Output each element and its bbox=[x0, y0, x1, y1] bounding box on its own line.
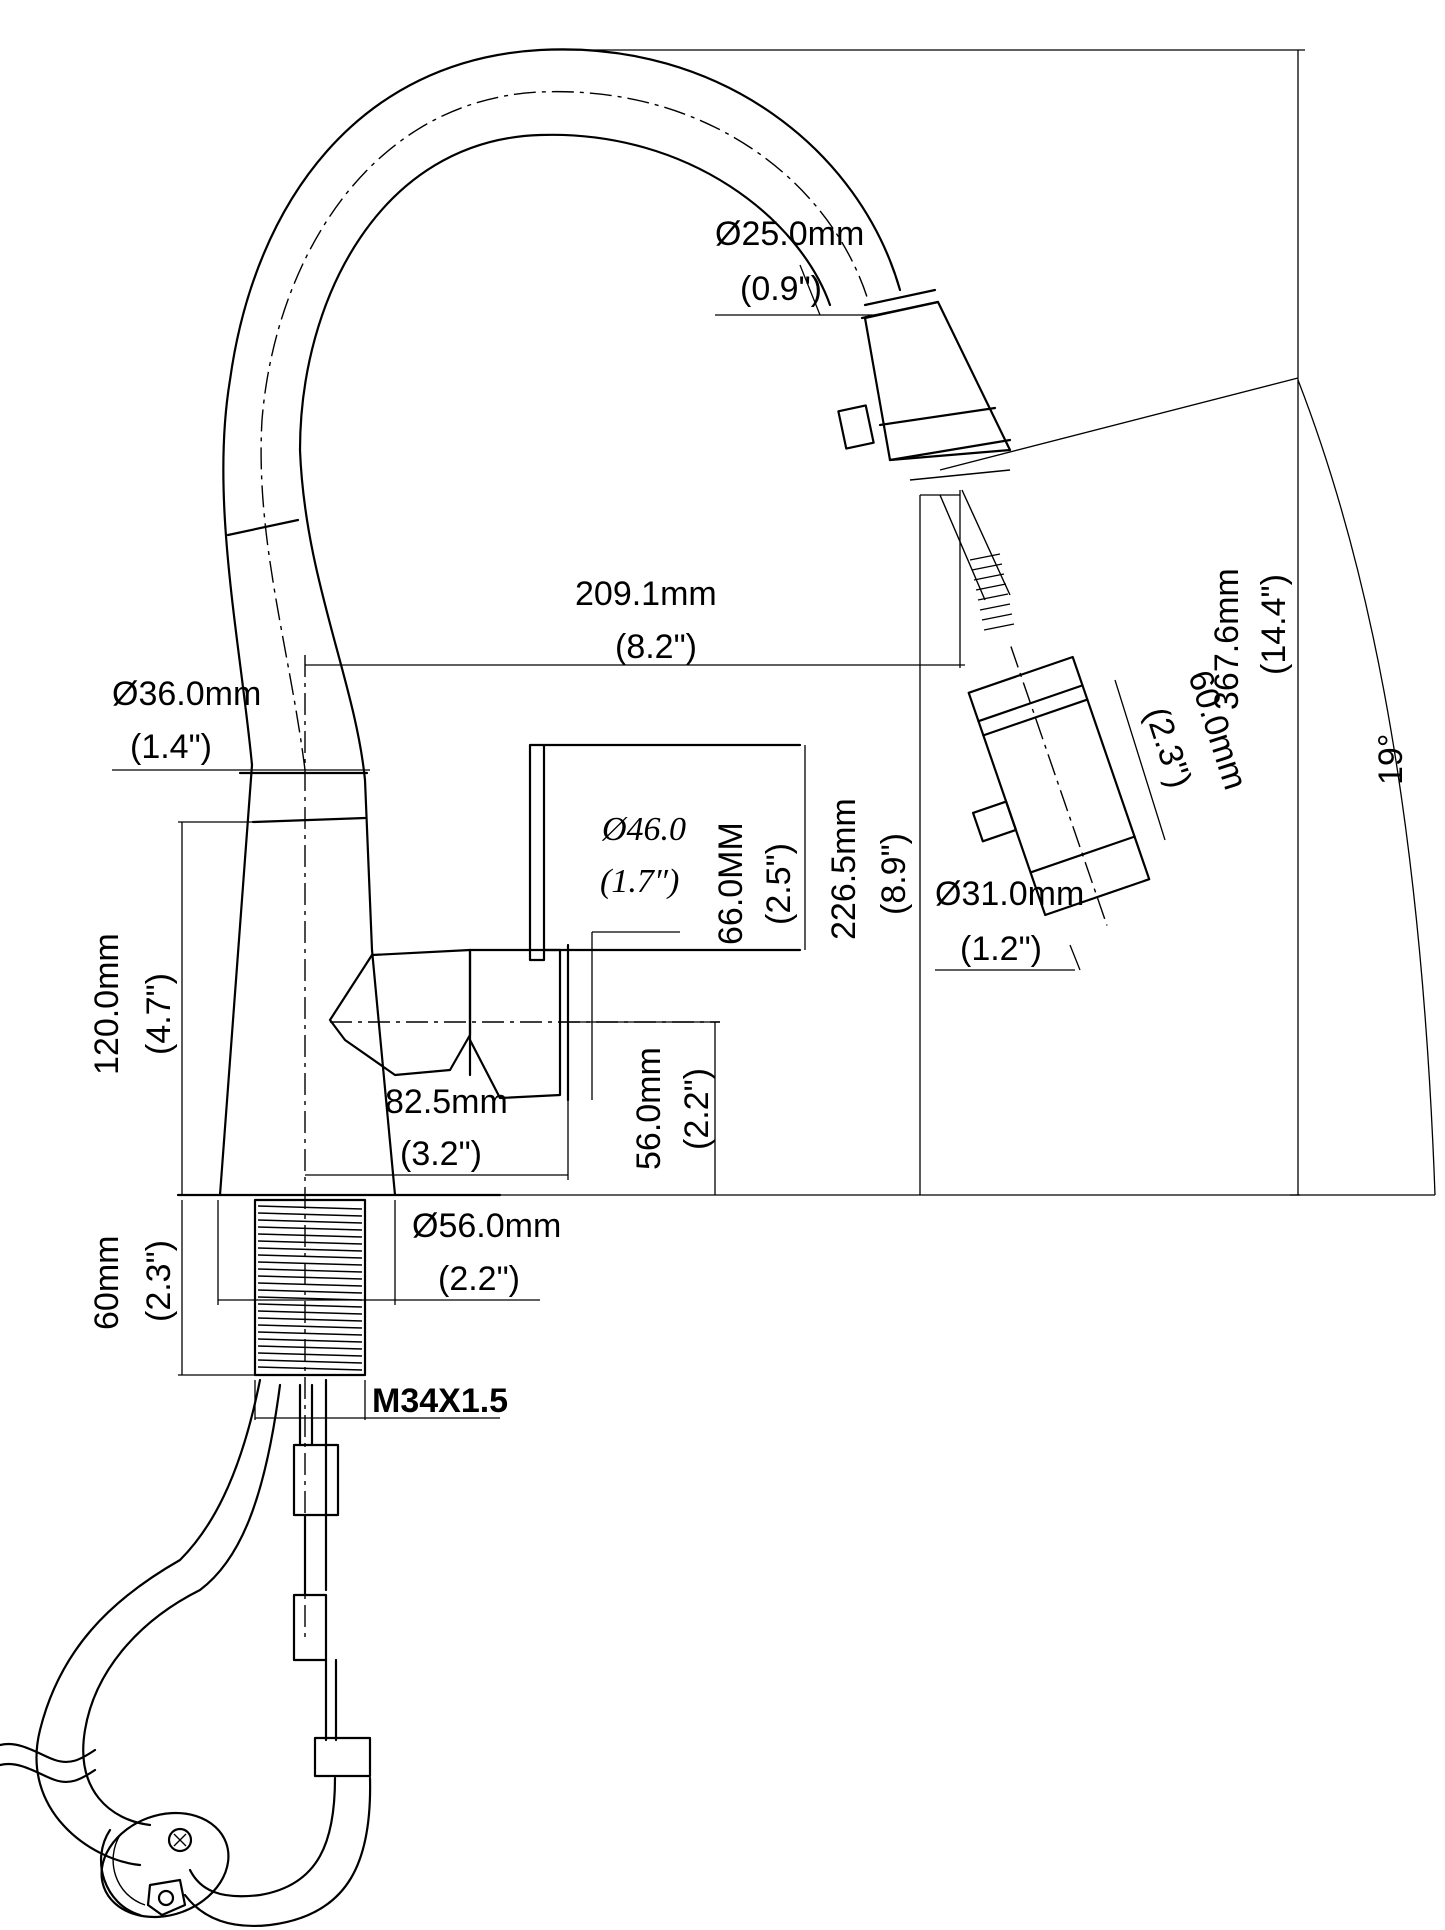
body-height-mm: 120.0mm bbox=[88, 933, 126, 1075]
faucet-outline bbox=[0, 48, 1151, 1928]
spray-dia-mm: Ø31.0mm bbox=[935, 875, 1084, 913]
spout-dia-in: (0.9") bbox=[740, 270, 822, 308]
dimension-labels: Ø25.0mm (0.9") 209.1mm (8.2") Ø36.0mm (1… bbox=[88, 215, 1410, 1420]
hose-weight bbox=[100, 1811, 230, 1919]
shank-len-in: (2.3") bbox=[140, 1240, 178, 1322]
spout-height-mm: 226.5mm bbox=[825, 798, 863, 940]
reach-mm: 209.1mm bbox=[575, 575, 717, 613]
angle-label: 19° bbox=[1372, 734, 1410, 785]
handle-len-in: (2.5") bbox=[760, 843, 798, 925]
base-dia-in: (2.2") bbox=[438, 1260, 520, 1298]
base-dia-mm: Ø56.0mm bbox=[412, 1207, 561, 1245]
spout-height-in: (8.9") bbox=[875, 833, 913, 915]
handle-dia-in: (1.7″) bbox=[600, 863, 679, 900]
handle-reach-in: (3.2") bbox=[400, 1135, 482, 1173]
handle-height-mm: 56.0mm bbox=[630, 1047, 668, 1170]
total-height-in: (14.4") bbox=[1255, 574, 1293, 675]
body-dia-in: (1.4") bbox=[130, 728, 212, 766]
handle-len-mm: 66.0MM bbox=[712, 822, 750, 945]
shank-len-mm: 60mm bbox=[88, 1236, 126, 1330]
thread-spec: M34X1.5 bbox=[372, 1382, 508, 1420]
total-height-mm: 367.6mm bbox=[1208, 568, 1246, 710]
reach-in: (8.2") bbox=[615, 628, 697, 666]
hose-ribs bbox=[969, 553, 1015, 631]
body-dia-mm: Ø36.0mm bbox=[112, 675, 261, 713]
handle-dia-mm: Ø46.0 bbox=[601, 811, 686, 848]
handle-reach-mm: 82.5mm bbox=[385, 1083, 508, 1121]
body-height-in: (4.7") bbox=[140, 973, 178, 1055]
dimension-lines bbox=[112, 49, 1436, 1420]
spray-head-detached bbox=[967, 646, 1151, 926]
spout-dia-mm: Ø25.0mm bbox=[715, 215, 864, 253]
handle-height-in: (2.2") bbox=[678, 1068, 716, 1150]
spray-dia-in: (1.2") bbox=[960, 930, 1042, 968]
shank-threads bbox=[257, 1205, 363, 1371]
